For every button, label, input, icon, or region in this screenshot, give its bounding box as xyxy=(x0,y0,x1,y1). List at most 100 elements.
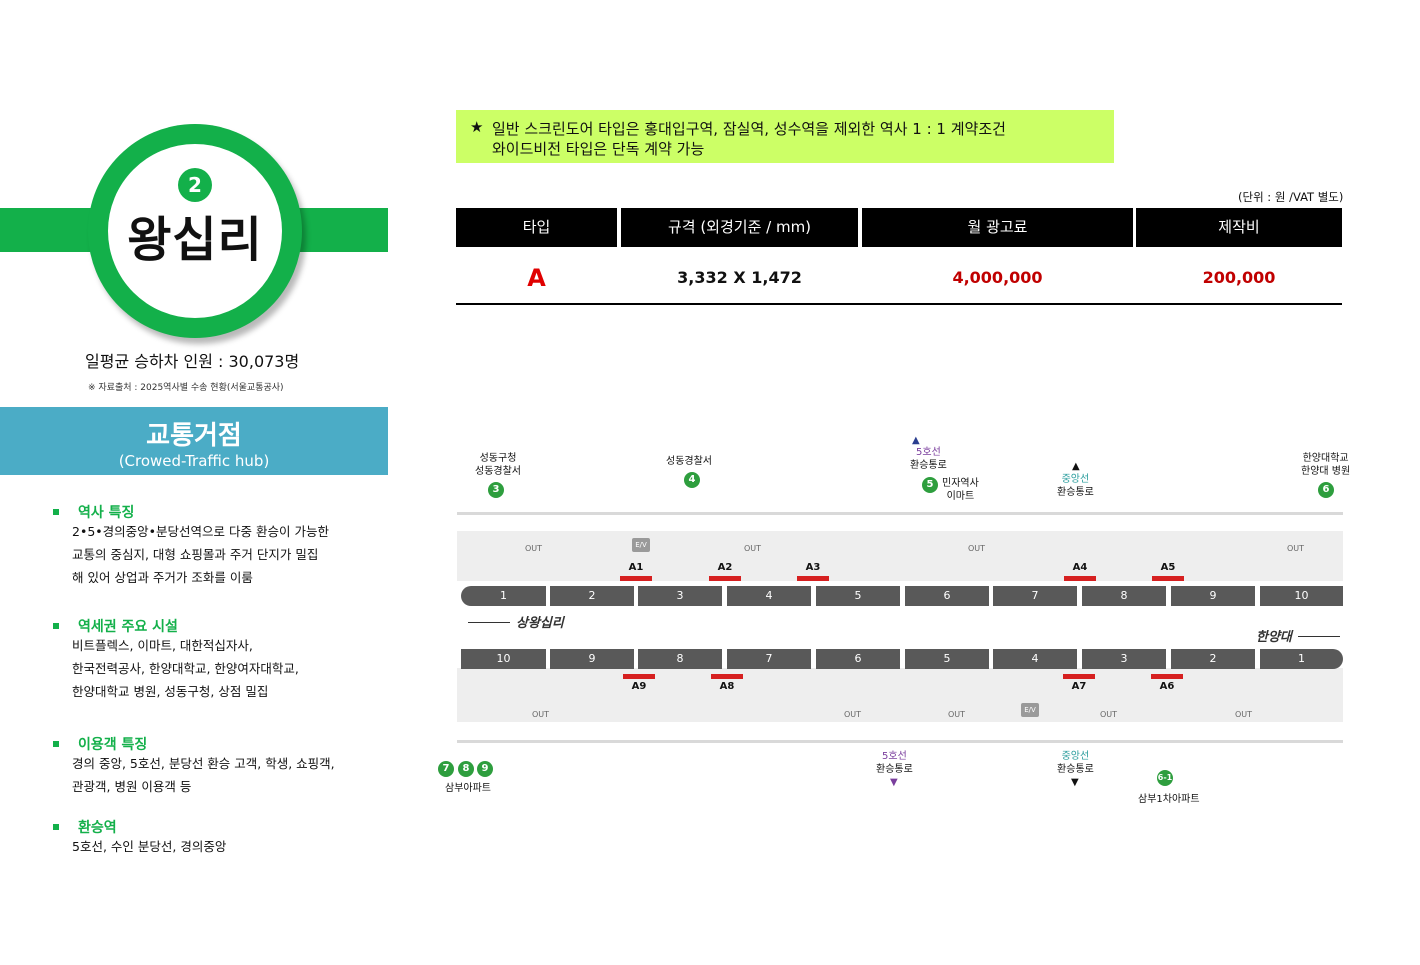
hub-subtitle: (Crowed-Traffic hub) xyxy=(118,452,270,470)
exit4-label: 성동경찰서 xyxy=(666,456,712,467)
ad-slot-a6 xyxy=(1151,674,1183,679)
exit-7-icon: 7 xyxy=(438,761,454,777)
train-car: 8 xyxy=(1082,586,1166,606)
exit-4-icon: 4 xyxy=(684,472,700,488)
ad-slot-a2 xyxy=(709,576,741,581)
star-icon: ★ xyxy=(470,118,484,136)
section-body-facilities: 비트플렉스, 이마트, 대한적십자사,한국전력공사, 한양대학교, 한양여자대학… xyxy=(72,638,299,699)
train-car: 10 xyxy=(1260,586,1343,606)
ad-slot-a1 xyxy=(620,576,652,581)
train-car: 8 xyxy=(638,649,722,669)
train-car: 2 xyxy=(1171,649,1255,669)
up-arrow-icon: ▲ xyxy=(1072,461,1080,472)
train-car: 2 xyxy=(550,586,634,606)
bullet-icon xyxy=(53,509,59,515)
ad-label-a8: A8 xyxy=(719,681,735,692)
train-car: 5 xyxy=(816,586,900,606)
section-heading-users: 이용객 특징 xyxy=(78,737,148,753)
ad-label-a9: A9 xyxy=(631,681,647,692)
ad-slot-a7 xyxy=(1063,674,1095,679)
header-type: 타입 xyxy=(456,208,617,247)
line-number-badge: 2 xyxy=(178,168,212,202)
train-car: 3 xyxy=(638,586,722,606)
ad-slot-a3 xyxy=(797,576,829,581)
ad-label-a1: A1 xyxy=(628,562,644,573)
train-car: 1 xyxy=(1260,649,1343,669)
platform-top xyxy=(457,531,1343,581)
concourse-line-top xyxy=(457,512,1343,515)
out-marker: OUT xyxy=(525,544,543,553)
exit-3-icon: 3 xyxy=(488,482,504,498)
exit-6-1-icon: 6-1 xyxy=(1157,770,1173,786)
cell-fee: 4,000,000 xyxy=(952,268,1043,287)
train-car: 6 xyxy=(905,586,989,606)
ad-label-a7: A7 xyxy=(1071,681,1087,692)
section-body-users: 경의 중앙, 5호선, 분당선 환승 고객, 학생, 쇼핑객,관광객, 병원 이… xyxy=(72,756,335,794)
train-car: 9 xyxy=(550,649,634,669)
bullet-icon xyxy=(53,824,59,830)
section-body-transfer: 5호선, 수인 분당선, 경의중앙 xyxy=(72,839,227,854)
header-production: 제작비 xyxy=(1136,208,1342,247)
elevator-icon: E/V xyxy=(1021,703,1039,717)
notice-line-2: 와이드비전 타입은 단독 계약 가능 xyxy=(492,140,705,158)
out-marker: OUT xyxy=(948,710,966,719)
bullet-icon xyxy=(53,623,59,629)
header-fee: 월 광고료 xyxy=(862,208,1133,247)
train-car: 9 xyxy=(1171,586,1255,606)
ridership-text: 일평균 승하차 인원 : 30,073명 xyxy=(85,352,300,371)
notice-line-1: 일반 스크린도어 타입은 홍대입구역, 잠실역, 성수역을 제외한 역사 1 :… xyxy=(492,120,1006,138)
direction-right-label: 한양대 xyxy=(1256,630,1292,645)
out-marker: OUT xyxy=(844,710,862,719)
exit-9-icon: 9 xyxy=(477,761,493,777)
hub-title: 교통거점 xyxy=(146,421,242,451)
ad-slot-a8 xyxy=(711,674,743,679)
out-marker: OUT xyxy=(1235,710,1253,719)
platform-bottom xyxy=(457,668,1343,722)
train-car: 4 xyxy=(993,649,1077,669)
cell-production: 200,000 xyxy=(1202,268,1276,287)
ad-label-a4: A4 xyxy=(1072,562,1088,573)
bullet-icon xyxy=(53,741,59,747)
train-car: 3 xyxy=(1082,649,1166,669)
down-arrow-icon: ▼ xyxy=(890,777,898,788)
unit-note: (단위 : 원 /VAT 별도) xyxy=(1238,190,1344,204)
section-heading-facilities: 역세권 주요 시설 xyxy=(78,619,178,635)
out-marker: OUT xyxy=(968,544,986,553)
exit-8-icon: 8 xyxy=(458,761,474,777)
exit-5-icon: 5 xyxy=(922,477,938,493)
train-car: 5 xyxy=(905,649,989,669)
cell-type: A xyxy=(527,264,546,292)
data-source-note: ※ 자료출처 : 2025역사별 수송 현황(서울교통공사) xyxy=(88,383,284,393)
concourse-line-bottom xyxy=(457,740,1343,743)
station-name: 왕십리 xyxy=(127,212,263,268)
ad-label-a3: A3 xyxy=(805,562,821,573)
exit61-label: 삼부1차아파트 xyxy=(1138,794,1200,805)
table-bottom-rule xyxy=(456,303,1342,305)
ad-slot-a9 xyxy=(623,674,655,679)
out-marker: OUT xyxy=(1100,710,1118,719)
contract-notice: ★ 일반 스크린도어 타입은 홍대입구역, 잠실역, 성수역을 제외한 역사 1… xyxy=(456,110,1114,163)
section-heading-features: 역사 특징 xyxy=(78,505,135,521)
train-car: 6 xyxy=(816,649,900,669)
train-car: 1 xyxy=(461,586,546,606)
header-size: 규격 (외경기준 / mm) xyxy=(621,208,858,247)
train-car: 7 xyxy=(993,586,1077,606)
ad-label-a2: A2 xyxy=(717,562,733,573)
out-marker: OUT xyxy=(1287,544,1305,553)
hub-banner: 교통거점 (Crowed-Traffic hub) xyxy=(0,407,388,475)
direction-arrow-left-icon xyxy=(468,622,510,623)
up-arrow-icon: ▲ xyxy=(912,435,920,446)
section-heading-transfer: 환승역 xyxy=(78,820,117,836)
elevator-icon: E/V xyxy=(632,538,650,552)
direction-arrow-right-icon xyxy=(1298,636,1340,637)
down-arrow-icon: ▼ xyxy=(1071,777,1079,788)
